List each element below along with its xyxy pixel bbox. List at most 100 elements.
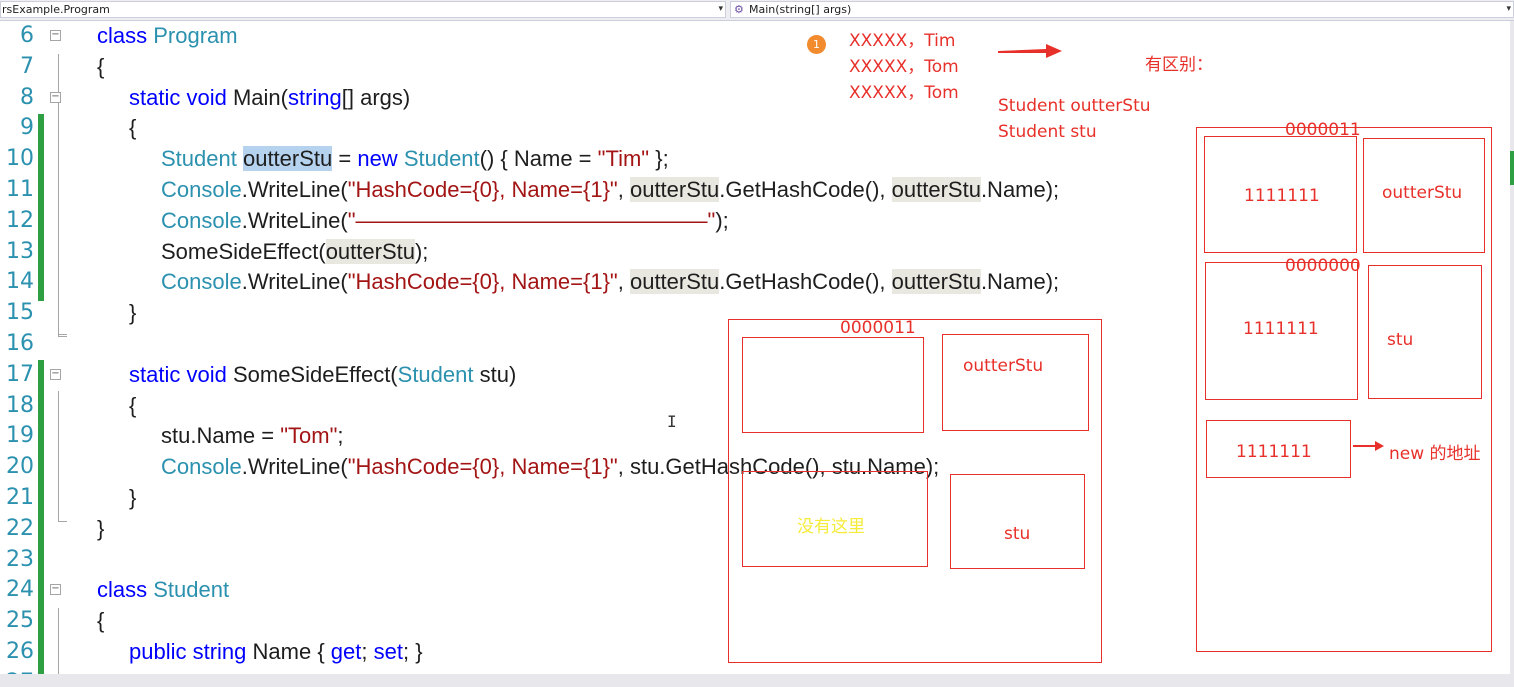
line-number: 7 xyxy=(20,53,34,79)
code-line[interactable]: 6 − class Program xyxy=(0,21,1510,51)
difference-note: 有区别： xyxy=(1145,55,1213,75)
member-dropdown[interactable]: ⚙ Main(string[] args) ▾ xyxy=(730,1,1514,18)
code-token: class xyxy=(97,577,148,603)
code-token: { xyxy=(129,392,137,418)
horizontal-scrollbar[interactable] xyxy=(0,674,1514,687)
code-token: Name { xyxy=(246,639,331,664)
code-token: } xyxy=(97,515,105,541)
line-number: 9 xyxy=(20,115,34,141)
code-text: { xyxy=(97,52,104,82)
code-token: ); xyxy=(715,207,729,233)
code-token: Program xyxy=(153,23,238,48)
memory-diagram-middle xyxy=(728,319,1102,663)
collapse-icon[interactable]: − xyxy=(50,90,61,103)
code-token: .WriteLine( xyxy=(241,207,348,233)
code-token: "————————————————" xyxy=(347,207,716,233)
code-text: } xyxy=(97,514,104,544)
code-line[interactable]: 27} xyxy=(0,668,1510,674)
member-dropdown-value: Main(string[] args) xyxy=(749,3,852,16)
code-line[interactable]: 15} xyxy=(0,298,1510,328)
code-token: ); xyxy=(414,238,429,264)
code-token: "HashCode={0}, Name={1}" xyxy=(347,269,618,295)
code-token: Student xyxy=(153,577,230,603)
compare-line: Student stu xyxy=(998,122,1097,142)
code-line[interactable]: 22} xyxy=(0,514,1510,544)
code-token: } xyxy=(97,670,104,674)
code-token: } xyxy=(129,300,137,326)
memory-cell xyxy=(1204,136,1357,253)
code-line[interactable]: 11 Console.WriteLine("HashCode={0}, Name=… xyxy=(0,175,1510,205)
code-text: } xyxy=(129,483,136,513)
code-line[interactable]: 21} xyxy=(0,483,1510,513)
memory-diagram-right xyxy=(1196,127,1492,652)
collapse-icon[interactable]: − xyxy=(50,367,61,380)
code-token: , xyxy=(617,269,630,295)
address-label: 0000000 xyxy=(1285,256,1361,276)
code-token: outterStu xyxy=(325,238,415,264)
code-line[interactable]: 24−class Student xyxy=(0,575,1510,605)
chevron-down-icon[interactable]: ▾ xyxy=(1506,4,1511,14)
code-line[interactable]: 18{ xyxy=(0,391,1510,421)
code-line[interactable]: 23 xyxy=(0,545,1510,575)
memory-cell xyxy=(950,474,1085,569)
code-token: new xyxy=(357,146,398,172)
address-label: 0000011 xyxy=(1285,120,1361,140)
code-line[interactable]: 25 { xyxy=(0,606,1510,636)
code-line[interactable]: 7{ xyxy=(0,52,1510,82)
type-dropdown[interactable]: rsExample.Program ▾ xyxy=(0,1,726,18)
code-text: Student outterStu = new Student() { Name… xyxy=(161,144,669,174)
output-line: XXXXX，Tom xyxy=(849,83,959,103)
variable-label: outterStu xyxy=(963,356,1044,376)
type-dropdown-value: rsExample.Program xyxy=(2,3,110,16)
code-token: }; xyxy=(649,146,669,172)
code-token: Console xyxy=(161,269,242,295)
vertical-scrollbar[interactable] xyxy=(1510,21,1514,674)
line-number: 11 xyxy=(6,177,34,202)
memory-cell xyxy=(1206,420,1351,478)
line-number: 6 xyxy=(20,23,34,48)
code-token: SomeSideEffect( xyxy=(226,361,398,387)
code-token: outterStu xyxy=(891,177,981,202)
code-line[interactable]: 8−static void Main(string[] args) xyxy=(0,83,1510,113)
line-number: 15 xyxy=(6,300,34,326)
line-number: 12 xyxy=(6,207,34,233)
line-number: 27 xyxy=(0,668,34,674)
code-token: .WriteLine( xyxy=(241,269,348,295)
code-token: ; xyxy=(361,639,374,664)
code-token: "HashCode={0}, Name={1}" xyxy=(347,177,618,202)
code-line[interactable]: 9{ xyxy=(0,113,1510,143)
code-line[interactable]: 16 xyxy=(0,329,1510,359)
code-text: { xyxy=(97,606,104,636)
code-line[interactable]: 17−static void SomeSideEffect(Student st… xyxy=(0,360,1510,390)
code-text: class Student xyxy=(97,575,229,605)
code-text: Console.WriteLine("HashCode={0}, Name={1… xyxy=(161,175,1059,205)
collapse-icon[interactable]: − xyxy=(50,29,61,41)
code-token: .GetHashCode(), xyxy=(719,269,892,295)
line-number: 17 xyxy=(6,361,34,387)
line-number: 14 xyxy=(6,269,34,295)
code-text: } xyxy=(129,298,136,328)
code-token: static xyxy=(129,84,181,110)
collapse-icon[interactable]: − xyxy=(50,583,61,596)
code-token: "HashCode={0}, Name={1}" xyxy=(347,454,618,480)
code-token: outterStu xyxy=(242,146,333,172)
output-line: XXXXX，Tom xyxy=(849,57,959,77)
code-token: Student xyxy=(161,146,237,172)
address-label: 0000011 xyxy=(840,318,916,338)
line-number: 25 xyxy=(6,608,34,634)
code-token: class xyxy=(97,23,148,48)
chevron-down-icon[interactable]: ▾ xyxy=(718,4,723,14)
code-token: .Name); xyxy=(980,269,1060,295)
output-line: XXXXX，Tim xyxy=(849,31,956,51)
scrollbar-change-marker xyxy=(1510,151,1514,185)
code-text: { xyxy=(129,391,136,421)
change-indicator xyxy=(38,114,44,301)
code-line[interactable]: 14 Console.WriteLine("HashCode={0}, Name=… xyxy=(0,267,1510,297)
